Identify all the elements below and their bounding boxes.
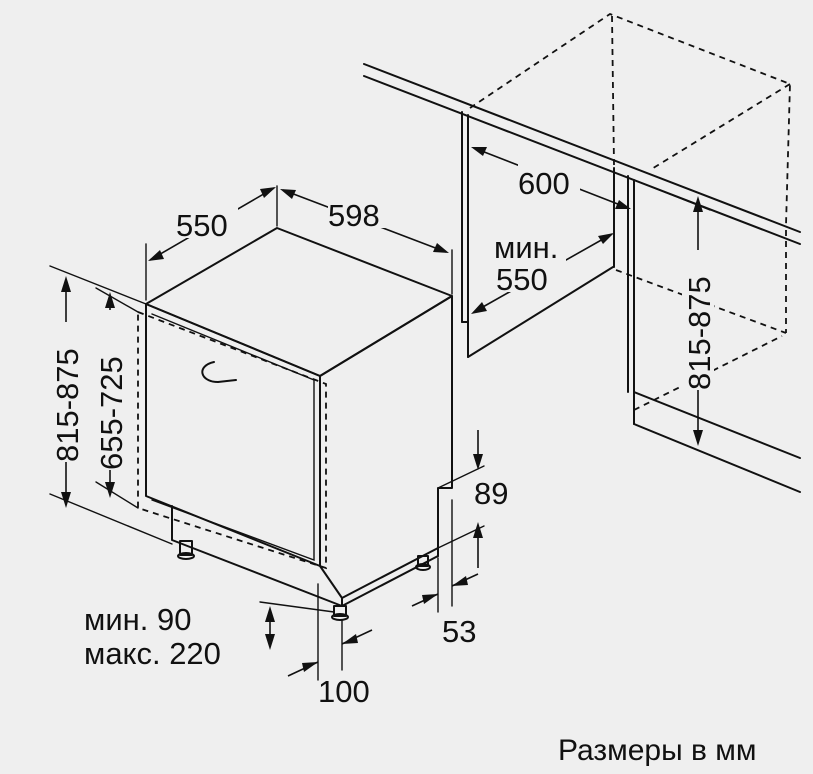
door-handle-icon	[201, 361, 237, 383]
label-total-height: 815-875	[50, 348, 85, 462]
foot-front-left	[177, 540, 195, 560]
label-plinth-range-min: мин. 90	[84, 602, 191, 637]
label-niche-depth-value: 550	[496, 262, 548, 297]
label-plinth-height: 89	[474, 476, 508, 511]
label-width: 598	[328, 198, 380, 233]
foot-front-right	[331, 605, 349, 621]
dishwasher-body	[137, 227, 453, 621]
foot-back-right	[415, 555, 431, 571]
label-niche-height: 815-875	[682, 276, 717, 390]
label-niche-depth-prefix: мин.	[494, 230, 558, 265]
units-caption: Размеры в мм	[558, 734, 757, 767]
label-niche-width: 600	[518, 166, 570, 201]
label-plinth-range-max: макс. 220	[84, 636, 221, 671]
cabinet-niche	[363, 12, 801, 493]
dimension-labels: 598 550 815-875 655-725 600 мин. 550 815…	[50, 164, 717, 709]
label-depth: 550	[176, 208, 228, 243]
label-foot-offset: 100	[318, 674, 370, 709]
label-plinth-depth: 53	[442, 614, 476, 649]
label-door-height: 655-725	[94, 356, 129, 470]
